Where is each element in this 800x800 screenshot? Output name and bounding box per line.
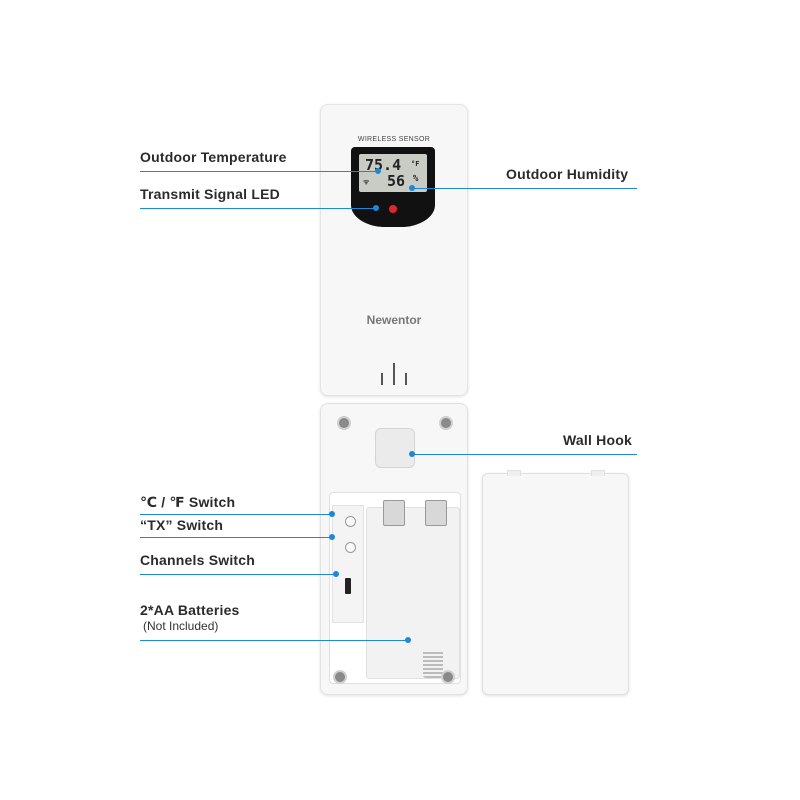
battery-slot [366,500,460,679]
brand-logo: Newentor [366,313,422,327]
sensor-back [320,403,468,695]
callout-dot [329,511,335,517]
battery-compartment [329,492,461,684]
battery-cover [482,470,629,695]
signal-icon: ᯤ [363,178,370,186]
label-wall-hook: Wall Hook [563,432,632,448]
cover-tab [591,470,605,476]
callout-dot [409,185,415,191]
lcd-display: 75.4 °F ᯤ 56 % [359,154,427,192]
transmit-led [389,205,397,213]
screw [337,416,351,430]
sensor-front: WIRELESS SENSOR 75.4 °F ᯤ 56 % Newentor [320,104,468,396]
battery-contact [383,500,405,526]
callout-line [412,188,637,189]
temp-unit-switch[interactable] [345,516,356,527]
label-temp-unit-switch: ℃ / ℉ Switch [140,494,236,510]
label-batteries-note: (Not Included) [143,619,219,633]
callout-line [140,208,376,209]
callout-dot [329,534,335,540]
callout-dot [409,451,415,457]
label-outdoor-humidity: Outdoor Humidity [506,166,629,182]
channels-switch[interactable] [345,578,351,594]
lcd-temp-unit: °F [411,160,420,168]
callout-line [140,537,332,538]
screw [439,416,453,430]
battery-spring [423,650,443,678]
callout-line [140,574,336,575]
callout-line [412,454,637,455]
device-header-text: WIRELESS SENSOR [357,136,431,143]
label-batteries: 2*AA Batteries [140,602,240,618]
label-channels-switch: Channels Switch [140,552,256,568]
cover-tab [507,470,521,476]
callout-line [140,171,378,172]
vent-slot [381,373,383,385]
wall-hook [375,428,415,468]
callout-line [140,640,408,641]
callout-dot [333,571,339,577]
label-transmit-signal-led: Transmit Signal LED [140,186,280,202]
lcd-bezel: 75.4 °F ᯤ 56 % [351,147,435,227]
lcd-humidity-unit: % [413,174,419,184]
screw [333,670,347,684]
vent-slot [405,373,407,385]
callout-dot [405,637,411,643]
callout-line [140,514,332,515]
vent-slot [393,363,395,385]
label-tx-switch: “TX” Switch [140,517,224,533]
battery-contact [425,500,447,526]
switch-panel [332,505,364,623]
lcd-humidity: 56 [387,172,406,190]
lcd-temperature: 75.4 [365,156,402,174]
tx-switch[interactable] [345,542,356,553]
callout-dot [373,205,379,211]
screw [441,670,455,684]
label-outdoor-temperature: Outdoor Temperature [140,149,287,165]
callout-dot [375,168,381,174]
